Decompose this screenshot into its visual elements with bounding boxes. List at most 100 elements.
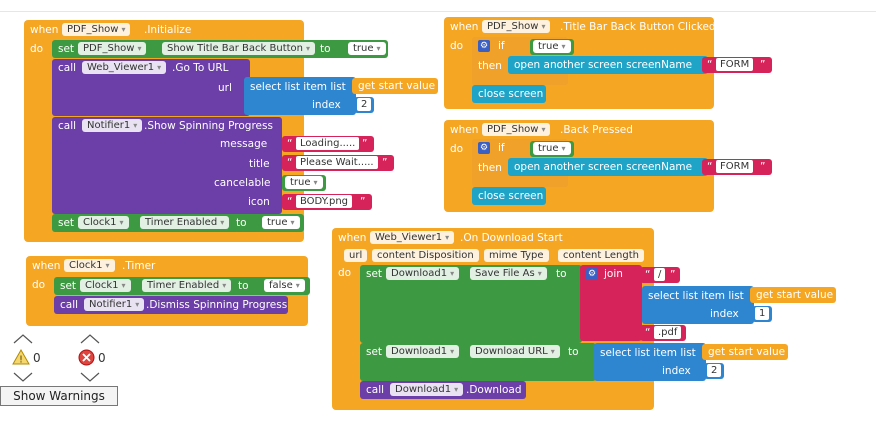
error-count: 0 — [98, 351, 106, 365]
property-dropdown[interactable]: Timer Enabled▾ — [140, 216, 230, 229]
show-warnings-button[interactable]: Show Warnings — [0, 386, 118, 406]
mutator-gear-icon[interactable]: ⚙ — [478, 142, 490, 154]
index-number[interactable]: 2 — [357, 98, 372, 111]
text-block-screen-name[interactable]: “ FORM ” — [702, 57, 772, 73]
component-dropdown[interactable]: Download1▾ — [386, 267, 460, 280]
boolean-block-condition[interactable]: true▾ — [530, 39, 574, 55]
text-block-pdf-ext[interactable]: “ .pdf ” — [640, 325, 686, 341]
set-property-block[interactable]: set Clock1▾ Timer Enabled▾ to false▾ — [54, 277, 310, 295]
set-property-block[interactable]: set Download1▾ Save File As▾ to — [360, 265, 582, 343]
component-dropdown[interactable]: PDF_Show▾ — [482, 20, 551, 33]
component-dropdown[interactable]: Notifier1▾ — [84, 298, 145, 311]
join-block[interactable]: ⚙ join — [580, 265, 642, 341]
close-screen-block[interactable]: close screen — [472, 85, 546, 103]
index-number[interactable]: 1 — [755, 307, 770, 320]
text-block-title[interactable]: “ Please Wait..... ” — [282, 155, 394, 171]
mutator-gear-icon[interactable]: ⚙ — [478, 40, 490, 52]
screen-name-text[interactable]: FORM — [716, 58, 754, 71]
param-mime-type[interactable]: mime Type — [484, 249, 549, 262]
get-start-value-block[interactable]: get start value — [702, 344, 788, 360]
title-text[interactable]: Please Wait..... — [296, 156, 378, 169]
set-property-block[interactable]: set Download1▾ Download URL▾ to — [360, 343, 596, 381]
error-prev-arrow-icon[interactable] — [80, 334, 100, 344]
close-screen-label: close screen — [478, 88, 544, 100]
boolean-block-condition[interactable]: true▾ — [530, 141, 574, 157]
title-arg-label: title — [249, 158, 270, 170]
boolean-dropdown[interactable]: false▾ — [264, 279, 305, 292]
select-list-item-label: select list item list — [648, 290, 744, 302]
component-dropdown[interactable]: PDF_Show▾ — [78, 42, 147, 55]
property-dropdown[interactable]: Show Title Bar Back Button▾ — [162, 42, 316, 55]
message-text[interactable]: Loading..... — [296, 137, 360, 150]
set-property-block[interactable]: set Clock1▾ Timer Enabled▾ to true▾ — [52, 214, 304, 232]
boolean-dropdown[interactable]: true▾ — [533, 40, 571, 53]
component-dropdown[interactable]: Clock1▾ — [64, 259, 115, 272]
quote-close: ” — [670, 269, 676, 281]
number-block[interactable]: 2 — [704, 363, 724, 379]
text-block-message[interactable]: “ Loading..... ” — [282, 136, 374, 152]
text-block-icon[interactable]: “ BODY.png ” — [282, 194, 372, 210]
get-start-value-block[interactable]: get start value — [750, 287, 836, 303]
call-method-block[interactable]: call Download1▾ .Download — [360, 381, 526, 399]
boolean-dropdown[interactable]: true▾ — [348, 42, 386, 55]
call-label: call — [58, 62, 77, 74]
component-dropdown[interactable]: Web_Viewer1▾ — [82, 61, 167, 74]
pdf-ext-text[interactable]: .pdf — [654, 326, 682, 339]
open-another-screen-block[interactable]: open another screen screenName — [508, 158, 708, 176]
mutator-gear-icon[interactable]: ⚙ — [586, 268, 598, 280]
if-label: if — [498, 142, 505, 154]
boolean-block-cancelable[interactable]: true▾ — [282, 175, 326, 191]
event-name: .Initialize — [144, 24, 192, 36]
component-dropdown[interactable]: PDF_Show▾ — [62, 23, 131, 36]
open-another-screen-block[interactable]: open another screen screenName — [508, 56, 708, 74]
method-name: .Show Spinning Progress — [144, 120, 273, 132]
param-url[interactable]: url — [344, 249, 368, 262]
component-dropdown[interactable]: PDF_Show▾ — [482, 123, 551, 136]
select-list-item-block[interactable]: select list item list index — [642, 286, 754, 324]
select-list-item-block[interactable]: select list item list index — [244, 77, 356, 115]
get-start-value-block[interactable]: get start value — [352, 78, 438, 94]
icon-text[interactable]: BODY.png — [296, 195, 353, 208]
call-label: call — [366, 384, 385, 396]
number-block[interactable]: 1 — [752, 306, 772, 322]
close-screen-block[interactable]: close screen — [472, 187, 546, 205]
slash-text[interactable]: / — [654, 268, 666, 281]
property-dropdown[interactable]: Save File As▾ — [470, 267, 547, 280]
component-dropdown[interactable]: Clock1▾ — [78, 216, 129, 229]
param-content-length[interactable]: content Length — [558, 249, 644, 262]
component-dropdown[interactable]: Download1▾ — [390, 383, 464, 396]
set-label: set — [366, 346, 383, 358]
then-label: then — [478, 60, 502, 72]
param-content-disposition[interactable]: content Disposition — [372, 249, 479, 262]
property-dropdown[interactable]: Download URL▾ — [470, 345, 560, 358]
component-dropdown[interactable]: Download1▾ — [386, 345, 460, 358]
boolean-dropdown[interactable]: true▾ — [285, 176, 323, 189]
error-next-arrow-icon[interactable] — [80, 372, 100, 382]
call-method-block[interactable]: call Web_Viewer1▾ .Go To URL url — [52, 59, 250, 116]
call-label: call — [60, 299, 79, 311]
text-block-slash[interactable]: “ / ” — [640, 267, 680, 283]
property-dropdown[interactable]: Timer Enabled▾ — [142, 279, 232, 292]
boolean-dropdown[interactable]: true▾ — [533, 142, 571, 155]
get-start-value-label: get start value — [756, 289, 834, 301]
index-number[interactable]: 2 — [707, 364, 722, 377]
method-name: .Go To URL — [172, 62, 229, 74]
component-dropdown[interactable]: Clock1▾ — [80, 279, 131, 292]
screen-name-text[interactable]: FORM — [716, 160, 754, 173]
set-property-block[interactable]: set PDF_Show▾ Show Title Bar Back Button… — [52, 40, 388, 58]
text-block-screen-name[interactable]: “ FORM ” — [702, 159, 772, 175]
call-method-block[interactable]: call Notifier1▾ .Show Spinning Progress … — [52, 117, 282, 214]
boolean-dropdown[interactable]: true▾ — [262, 216, 300, 229]
when-label: when — [450, 21, 479, 33]
component-dropdown[interactable]: Notifier1▾ — [82, 119, 143, 132]
select-list-item-block[interactable]: select list item list index — [594, 343, 706, 381]
warning-next-arrow-icon[interactable] — [13, 372, 33, 382]
when-label: when — [338, 232, 367, 244]
number-block[interactable]: 2 — [354, 97, 374, 113]
quote-open: “ — [707, 161, 713, 173]
warning-prev-arrow-icon[interactable] — [13, 334, 33, 344]
method-name: .Download — [466, 384, 522, 396]
index-label: index — [662, 365, 691, 377]
component-dropdown[interactable]: Web_Viewer1▾ — [370, 231, 455, 244]
call-method-block[interactable]: call Notifier1▾ .Dismiss Spinning Progre… — [54, 296, 288, 314]
